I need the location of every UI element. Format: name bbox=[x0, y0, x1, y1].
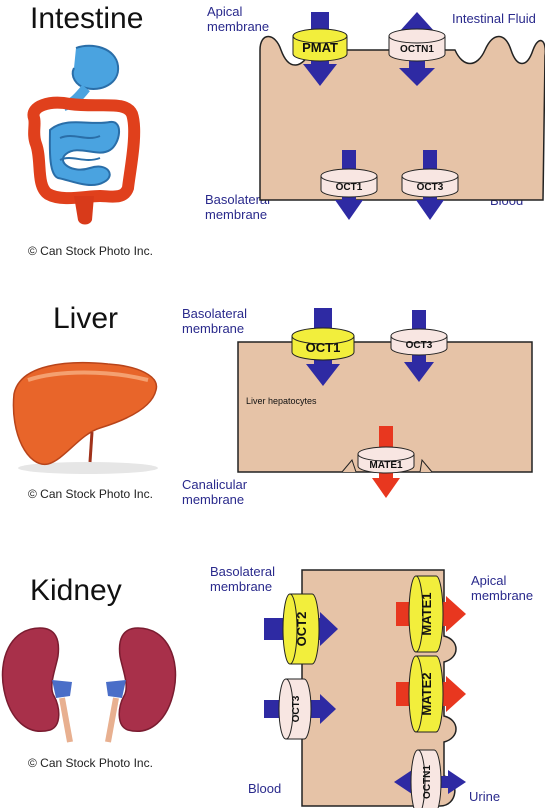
liver-oct1-label: OCT1 bbox=[306, 340, 341, 355]
liver-mate1-label: MATE1 bbox=[369, 460, 403, 471]
oct1-cylinder: OCT1 bbox=[320, 168, 378, 198]
kidney-oct2-cylinder: OCT2 bbox=[282, 593, 320, 665]
octn1-label: OCTN1 bbox=[400, 44, 434, 55]
kidney-octn1-cylinder: OCTN1 bbox=[410, 749, 442, 808]
kidney-illustration bbox=[1, 627, 177, 743]
kidney-cell-diagram: OCT2 OCT3 MATE1 MATE2 OCTN1 bbox=[264, 569, 466, 808]
kidney-title: Kidney bbox=[30, 574, 122, 607]
intestine-illustration bbox=[27, 44, 141, 225]
intestine-credit: © Can Stock Photo Inc. bbox=[28, 244, 153, 258]
intestine-fluid-label: Intestinal Fluid bbox=[452, 11, 536, 26]
oct1-label: OCT1 bbox=[336, 182, 363, 193]
pmat-cylinder: PMAT bbox=[292, 28, 348, 62]
kidney-oct3-cylinder: OCT3 bbox=[278, 678, 312, 740]
liver-cell-diagram: OCT1 OCT3 MATE1 bbox=[237, 308, 533, 498]
pmat-label: PMAT bbox=[302, 40, 338, 55]
liver-oct3-cylinder: OCT3 bbox=[390, 328, 448, 356]
oct3-cylinder: OCT3 bbox=[401, 168, 459, 198]
liver-hepatocytes-label: Liver hepatocytes bbox=[246, 396, 317, 406]
liver-oct3-label: OCT3 bbox=[406, 340, 433, 351]
kidney-basolateral-label: Basolateral membrane bbox=[210, 564, 276, 594]
kidney-mate2-label: MATE2 bbox=[419, 672, 434, 715]
intestine-apical-label: Apical membrane bbox=[207, 4, 270, 34]
liver-oct1-cylinder: OCT1 bbox=[291, 327, 355, 361]
kidney-oct3-label: OCT3 bbox=[291, 695, 302, 722]
liver-title: Liver bbox=[53, 302, 119, 335]
intestine-title: Intestine bbox=[30, 2, 144, 35]
liver-illustration bbox=[12, 361, 158, 474]
liver-canalicular-label: Canalicular membrane bbox=[182, 477, 248, 507]
kidney-oct2-label: OCT2 bbox=[294, 612, 309, 647]
kidney-mate2-cylinder: MATE2 bbox=[408, 655, 444, 733]
kidney-urine-label: Urine bbox=[469, 789, 501, 804]
liver-mate1-cylinder: MATE1 bbox=[357, 446, 415, 474]
intestine-cell-diagram: PMAT OCTN1 OCT1 OCT3 bbox=[259, 12, 545, 220]
intestine-basolateral-label: Basolateral membrane bbox=[205, 192, 271, 222]
kidney-mate1-label: MATE1 bbox=[419, 592, 434, 635]
kidney-credit: © Can Stock Photo Inc. bbox=[28, 756, 153, 770]
kidney-mate1-cylinder: MATE1 bbox=[408, 575, 444, 653]
kidney-blood-label: Blood bbox=[248, 781, 282, 796]
liver-credit: © Can Stock Photo Inc. bbox=[28, 487, 153, 501]
oct3-label: OCT3 bbox=[417, 182, 444, 193]
liver-basolateral-label: Basolateral membrane bbox=[182, 306, 248, 336]
intestine-cell bbox=[259, 35, 545, 201]
kidney-octn1-label: OCTN1 bbox=[422, 765, 433, 799]
octn1-cylinder: OCTN1 bbox=[388, 28, 446, 62]
kidney-apical-label: Apical membrane bbox=[471, 573, 534, 603]
